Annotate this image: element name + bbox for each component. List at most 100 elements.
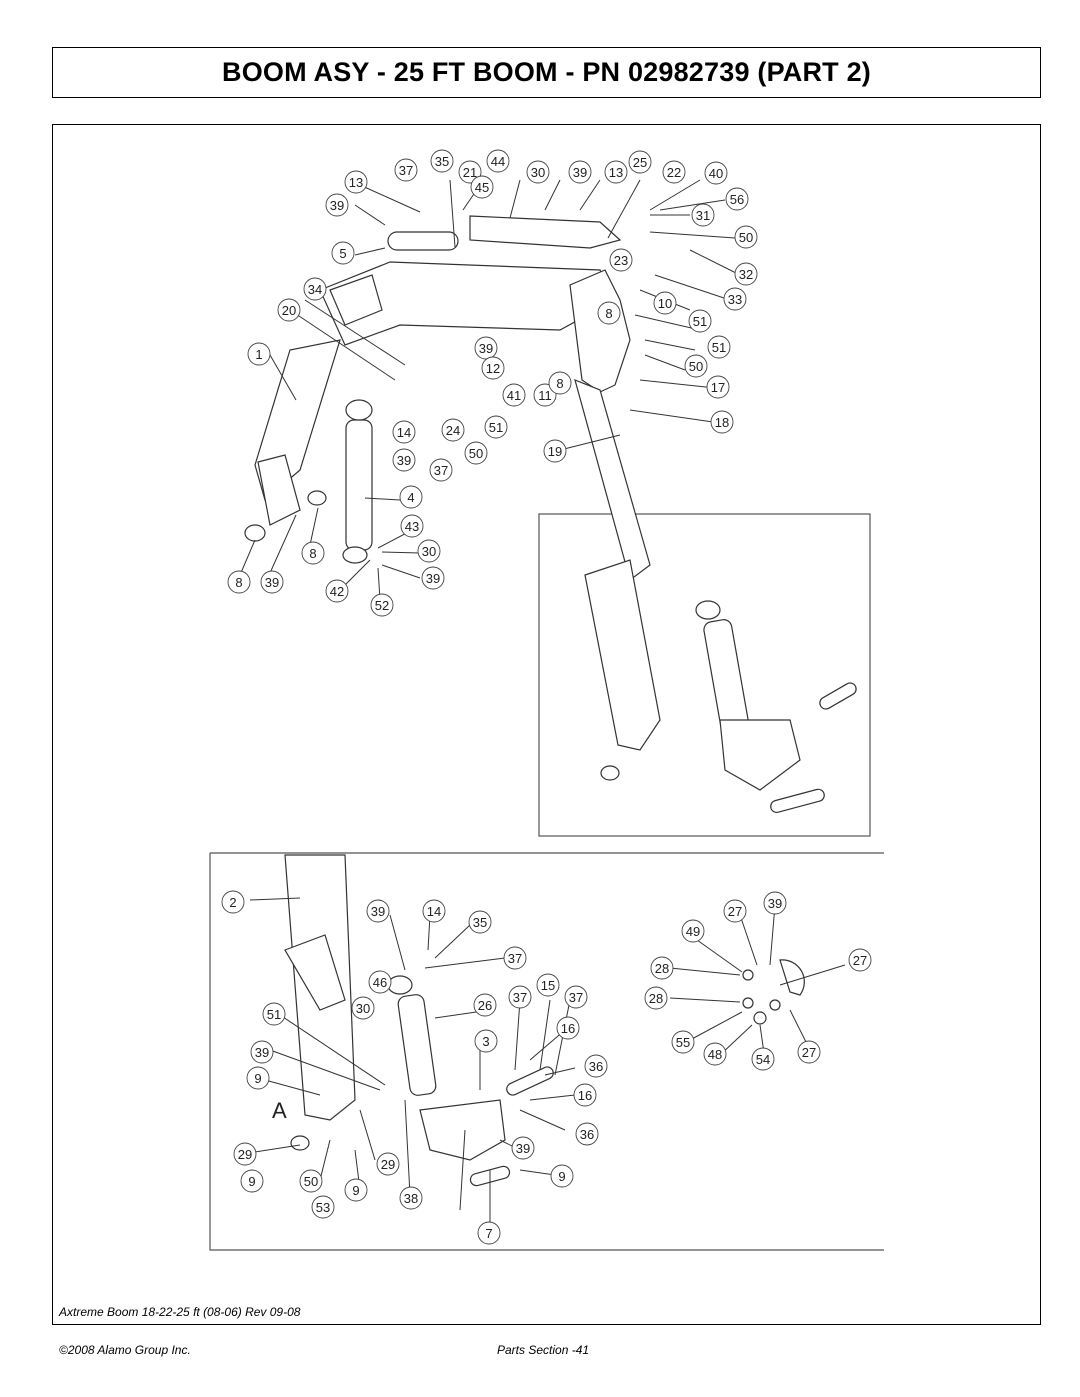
svg-text:39: 39	[426, 571, 440, 586]
lower-bushing	[290, 1135, 310, 1151]
callout: 30	[417, 539, 441, 563]
callout: 37	[503, 946, 527, 970]
callout: 54	[751, 1047, 775, 1071]
callout: 8	[548, 371, 572, 395]
callout: 37	[564, 985, 588, 1009]
svg-text:45: 45	[475, 180, 489, 195]
svg-text:5: 5	[339, 246, 346, 261]
bushing-left-2	[307, 490, 327, 506]
callout: 9	[246, 1066, 270, 1090]
inset-cylinder-end	[695, 600, 721, 620]
callout: 17	[706, 375, 730, 399]
callout: 36	[584, 1054, 608, 1078]
inset-box-bottom	[209, 852, 884, 1251]
svg-text:9: 9	[352, 1183, 359, 1198]
callout: 50	[299, 1169, 323, 1193]
svg-text:25: 25	[633, 155, 647, 170]
inset-box-top	[538, 513, 871, 837]
svg-text:53: 53	[316, 1200, 330, 1215]
svg-text:39: 39	[768, 896, 782, 911]
svg-text:9: 9	[248, 1174, 255, 1189]
svg-text:20: 20	[282, 303, 296, 318]
callout: 29	[376, 1152, 400, 1176]
callout: 13	[344, 170, 368, 194]
callout: 18	[710, 410, 734, 434]
svg-text:30: 30	[531, 165, 545, 180]
svg-text:43: 43	[405, 519, 419, 534]
svg-text:13: 13	[609, 165, 623, 180]
callout: 28	[650, 956, 674, 980]
svg-text:27: 27	[802, 1045, 816, 1060]
svg-text:37: 37	[513, 990, 527, 1005]
svg-text:49: 49	[686, 924, 700, 939]
callout: 28	[644, 986, 668, 1010]
svg-text:29: 29	[381, 1157, 395, 1172]
svg-text:39: 39	[371, 904, 385, 919]
svg-text:51: 51	[712, 340, 726, 355]
callout: 39	[568, 160, 592, 184]
detail-marker-a: A	[272, 1098, 287, 1123]
callout: 40	[704, 161, 728, 185]
callout: 5	[331, 241, 355, 265]
svg-text:26: 26	[478, 998, 492, 1013]
callout: 27	[797, 1040, 821, 1064]
svg-text:27: 27	[853, 953, 867, 968]
callout: 8	[301, 541, 325, 565]
svg-text:28: 28	[655, 961, 669, 976]
callout: 35	[468, 910, 492, 934]
callout: 39	[511, 1136, 535, 1160]
hydraulic-cylinder	[345, 419, 373, 551]
callout: 36	[575, 1122, 599, 1146]
svg-text:19: 19	[548, 444, 562, 459]
callout: 48	[703, 1042, 727, 1066]
svg-text:23: 23	[614, 253, 628, 268]
cylinder-base-end	[342, 546, 368, 564]
inset-crossbar	[770, 788, 825, 814]
callout: 37	[429, 458, 453, 482]
inset-top-assembly	[584, 559, 857, 814]
boom-lower-bracket	[257, 454, 301, 526]
callout: 2	[221, 890, 245, 914]
footer-page-number: Parts Section -41	[497, 1343, 590, 1357]
callout: 53	[311, 1195, 335, 1219]
svg-text:30: 30	[422, 544, 436, 559]
lower-detail-assembly: A	[247, 854, 846, 1225]
svg-text:28: 28	[649, 991, 663, 1006]
cylinder-rod-end	[345, 399, 373, 421]
callout: 41	[502, 383, 526, 407]
svg-text:22: 22	[667, 165, 681, 180]
callouts-detail: 27 39 49 28 27 28 55 48 54 27	[644, 891, 872, 1071]
svg-text:2: 2	[229, 895, 236, 910]
callout: 16	[556, 1016, 580, 1040]
callout: 14	[392, 420, 416, 444]
callout: 26	[473, 993, 497, 1017]
svg-text:8: 8	[556, 376, 563, 391]
svg-text:55: 55	[676, 1035, 690, 1050]
svg-text:9: 9	[254, 1071, 261, 1086]
pivot-pin-tube	[387, 231, 459, 251]
detail-cap	[779, 959, 805, 996]
svg-text:11: 11	[538, 388, 552, 403]
callout: 32	[734, 262, 758, 286]
callout: 31	[691, 203, 715, 227]
callout: 16	[573, 1083, 597, 1107]
inset-boom-section	[584, 559, 661, 751]
callout: 39	[260, 570, 284, 594]
svg-text:50: 50	[469, 446, 483, 461]
callout: 30	[526, 160, 550, 184]
svg-text:44: 44	[491, 154, 505, 169]
svg-text:54: 54	[756, 1052, 770, 1067]
callout: 39	[392, 448, 416, 472]
page-title: BOOM ASY - 25 FT BOOM - PN 02982739 (PAR…	[222, 57, 871, 87]
callout: 14	[422, 899, 446, 923]
callout: 42	[325, 579, 349, 603]
inset-cylinder	[703, 619, 749, 731]
callout: 15	[536, 973, 560, 997]
svg-text:51: 51	[693, 314, 707, 329]
callouts-bottom: 2 39 14 35 37 46 26 37 15 37 51 30 16 3 …	[221, 890, 608, 1245]
link-plate-top	[469, 215, 622, 249]
callout: 25	[628, 150, 652, 174]
callout: 23	[609, 248, 633, 272]
detail-washer-1	[742, 969, 754, 981]
